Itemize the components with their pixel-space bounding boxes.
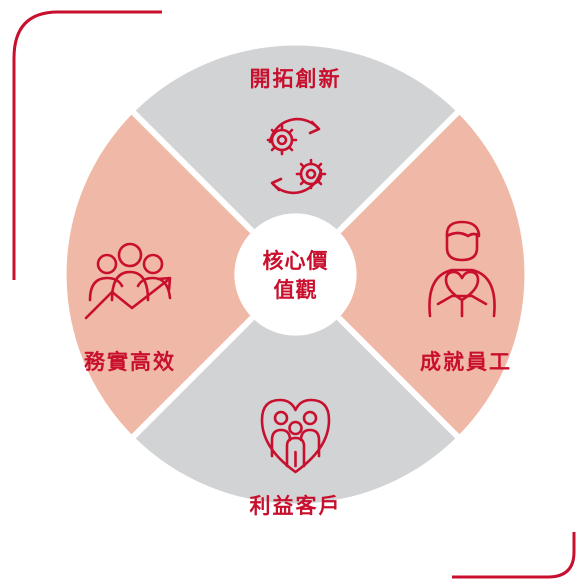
segment-bottom-label: 利益客戶 xyxy=(250,494,342,518)
center-label-line1: 核心價 xyxy=(263,249,329,273)
segment-separators xyxy=(131,110,460,439)
center-circle xyxy=(237,216,354,333)
segment-right xyxy=(338,112,525,437)
segment-top xyxy=(133,45,458,232)
person-heart-icon xyxy=(428,220,496,318)
family-heart-icon xyxy=(260,398,331,474)
segment-left-label: 務實高效 xyxy=(84,350,176,374)
frame-bottom-right xyxy=(452,532,576,579)
center-label-line2: 值觀 xyxy=(274,278,318,302)
segment-right-label: 成就員工 xyxy=(420,350,512,374)
team-growth-icon xyxy=(84,242,172,320)
segment-top-label: 開拓創新 xyxy=(250,67,342,91)
frame-top-left xyxy=(12,10,162,280)
segment-left xyxy=(66,112,253,437)
gears-cycle-icon xyxy=(266,117,327,195)
